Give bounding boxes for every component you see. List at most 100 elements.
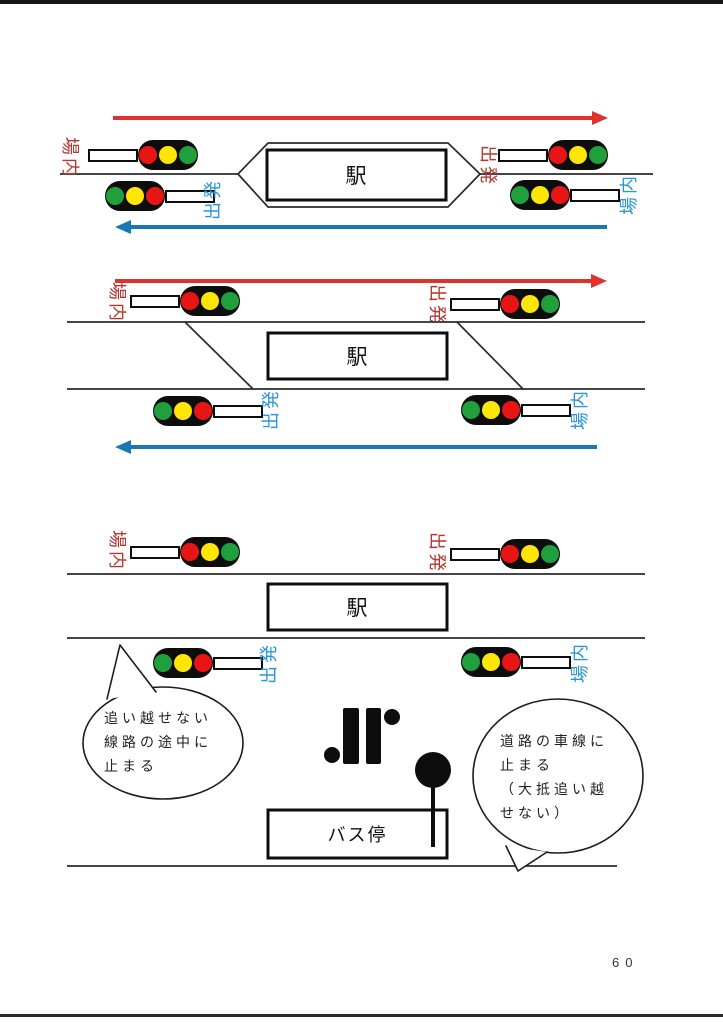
- yellow-light: [174, 654, 192, 672]
- yellow-light: [521, 545, 539, 563]
- green-light: [589, 146, 607, 164]
- signal-post: [213, 404, 263, 418]
- signal-head: [461, 395, 521, 425]
- left-travel-arrow-1: [115, 220, 607, 234]
- green-light: [154, 654, 172, 672]
- green-light: [106, 187, 124, 205]
- bubble-right-line-2: 止まる: [500, 757, 554, 773]
- signal-head: [500, 289, 560, 319]
- station-box-3: [266, 582, 449, 632]
- station-box-1: [265, 148, 448, 202]
- green-light: [179, 146, 197, 164]
- signal-label-home: 場内: [619, 173, 639, 215]
- signal-head: [461, 647, 521, 677]
- signal-post: [521, 403, 571, 417]
- station-box-2: [266, 331, 449, 381]
- signal-departure-7: [450, 289, 560, 319]
- red-light: [194, 402, 212, 420]
- green-light: [462, 401, 480, 419]
- yellow-light: [174, 402, 192, 420]
- signal-head: [138, 140, 198, 170]
- signal-post: [450, 547, 500, 561]
- bubble-right-line-4: せない）: [500, 805, 572, 821]
- signal-head: [105, 181, 165, 211]
- page-bottom-border: [0, 1014, 723, 1017]
- red-light: [501, 545, 519, 563]
- signal-label-departure: 出発: [427, 284, 447, 326]
- bubble-left-line-3: 止まる: [104, 758, 158, 774]
- signal-post: [165, 189, 215, 203]
- signal-label-home: 場内: [570, 388, 590, 430]
- yellow-light: [201, 543, 219, 561]
- page-number: 60: [612, 955, 639, 970]
- red-light: [501, 295, 519, 313]
- signal-post: [498, 148, 548, 162]
- signal-post: [88, 148, 138, 162]
- speech-bubble-right: [472, 698, 644, 872]
- signal-label-home: 場内: [60, 137, 80, 179]
- bus-stop-box: [266, 808, 449, 860]
- bus-icon: [324, 708, 400, 764]
- signal-head: [153, 396, 213, 426]
- green-light: [221, 543, 239, 561]
- bus-stop-label: バス停: [327, 825, 388, 845]
- signal-label-departure: 出発: [478, 145, 498, 187]
- signal-head: [180, 537, 240, 567]
- signal-departure-10: [153, 648, 263, 678]
- bubble-left-line-1: 追い越せない: [104, 710, 212, 726]
- red-light: [549, 146, 567, 164]
- green-light: [541, 545, 559, 563]
- signal-head: [510, 180, 570, 210]
- signal-post: [521, 655, 571, 669]
- left-travel-arrow-2: [115, 440, 597, 454]
- signal-home-1: [88, 140, 198, 170]
- right-travel-arrow-2: [115, 274, 607, 288]
- signal-post: [450, 297, 500, 311]
- red-light: [194, 654, 212, 672]
- green-light: [462, 653, 480, 671]
- station-label-1: 駅: [345, 165, 368, 188]
- signal-label-departure: 出発: [203, 178, 223, 220]
- track-passing-loop: [60, 142, 653, 208]
- signal-post: [130, 545, 180, 559]
- page-top-border: [0, 0, 723, 4]
- signal-departure-11: [450, 539, 560, 569]
- yellow-light: [521, 295, 539, 313]
- signal-label-home: 場内: [570, 641, 590, 683]
- signal-label-home: 場内: [107, 530, 127, 572]
- red-light: [139, 146, 157, 164]
- green-light: [154, 402, 172, 420]
- station-label-3: 駅: [346, 597, 369, 620]
- signal-post: [130, 294, 180, 308]
- speech-bubble-left: [82, 644, 244, 800]
- signal-label-home: 場内: [107, 282, 127, 324]
- signal-label-departure: 出発: [261, 388, 281, 430]
- signal-home-12: [461, 647, 571, 677]
- signal-head: [180, 286, 240, 316]
- yellow-light: [201, 292, 219, 310]
- red-light: [146, 187, 164, 205]
- yellow-light: [482, 401, 500, 419]
- green-light: [221, 292, 239, 310]
- signal-home-9: [130, 537, 240, 567]
- signal-departure-2: [105, 181, 215, 211]
- green-light: [511, 186, 529, 204]
- yellow-light: [569, 146, 587, 164]
- signal-head: [548, 140, 608, 170]
- signal-home-4: [510, 180, 620, 210]
- yellow-light: [531, 186, 549, 204]
- bubble-right-line-1: 道路の車線に: [500, 733, 608, 749]
- signal-home-8: [461, 395, 571, 425]
- yellow-light: [482, 653, 500, 671]
- right-travel-arrow-1: [113, 111, 608, 125]
- red-light: [551, 186, 569, 204]
- speech-bubble-left-text: 追い越せない 線路の途中に 止まる: [104, 706, 249, 778]
- red-light: [502, 653, 520, 671]
- signal-head: [500, 539, 560, 569]
- bubble-right-line-3: （大抵追い越: [500, 781, 608, 797]
- signal-home-5: [130, 286, 240, 316]
- station-label-2: 駅: [346, 346, 369, 369]
- red-light: [181, 543, 199, 561]
